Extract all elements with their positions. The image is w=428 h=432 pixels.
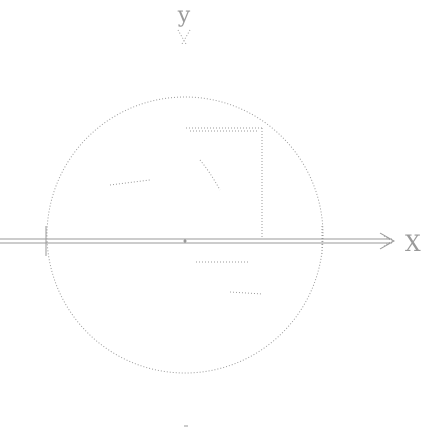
circle-outline xyxy=(46,96,324,374)
angle-arc-mark xyxy=(199,159,221,191)
y-axis-arrow-mark xyxy=(177,29,191,45)
y-axis-label: y xyxy=(177,3,191,28)
x-axis-arrowhead-inner xyxy=(383,235,393,247)
lower-small-mark xyxy=(229,291,263,295)
x-axis-label: X xyxy=(405,232,421,257)
x-axis-arrowhead xyxy=(379,232,396,250)
center-point xyxy=(183,239,187,243)
radius-mark-left xyxy=(109,179,151,186)
